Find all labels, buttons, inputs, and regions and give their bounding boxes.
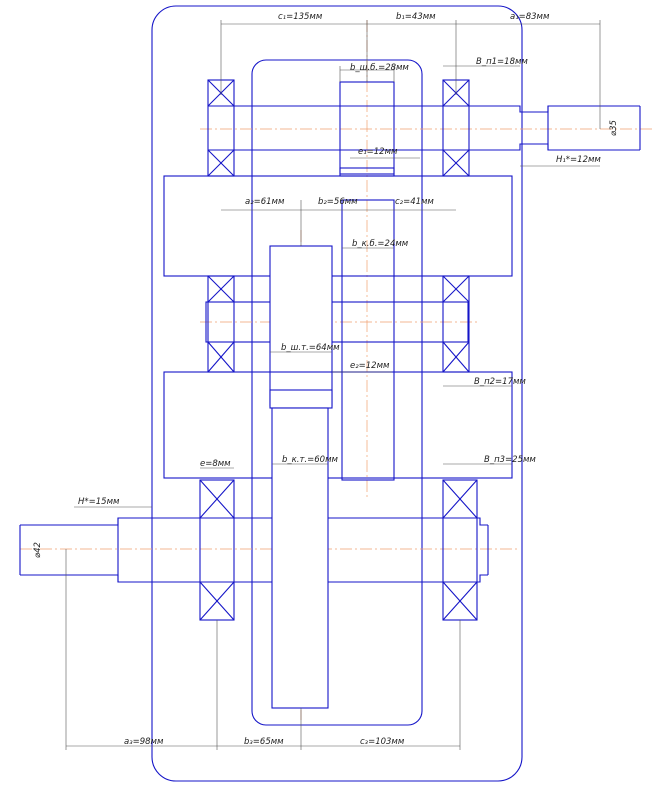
label-e1: e₁=12мм bbox=[358, 147, 398, 157]
label-bp2: B_п2=17мм bbox=[474, 377, 526, 387]
label-bp1: B_п1=18мм bbox=[476, 57, 528, 67]
label-e2: e₂=12мм bbox=[350, 361, 390, 371]
label-a2: a₂=61мм bbox=[245, 197, 285, 207]
shaft1-bottom bbox=[210, 143, 640, 151]
label-b3: b₃=65мм bbox=[244, 737, 284, 747]
inner-cavity bbox=[251, 59, 423, 726]
bearing-3-left bbox=[199, 479, 235, 621]
label-b1: b₁=43мм bbox=[396, 12, 436, 22]
label-bp3: B_п3=25мм bbox=[484, 455, 536, 465]
bearing-3-right bbox=[442, 479, 478, 621]
label-e: e=8мм bbox=[200, 459, 231, 469]
label-a3: a₃=98мм bbox=[124, 737, 164, 747]
bearing-2-left bbox=[207, 275, 235, 373]
label-b2: b₂=56мм bbox=[318, 197, 358, 207]
label-d42: ⌀42 bbox=[33, 542, 43, 558]
label-d35: ⌀35 bbox=[609, 120, 619, 136]
label-bkt: b_к.т.=60мм bbox=[282, 455, 338, 465]
shaft1-top bbox=[210, 105, 640, 113]
shaft3-top bbox=[20, 517, 488, 526]
label-c2: c₂=41мм bbox=[395, 197, 434, 207]
label-h1: H₁*=12мм bbox=[556, 155, 601, 165]
label-c3: c₃=103мм bbox=[360, 737, 405, 747]
label-bwb: b_ш.б.=28мм bbox=[350, 63, 409, 73]
housing-flange-1 bbox=[163, 175, 513, 277]
shaft3-bottom bbox=[20, 574, 488, 583]
label-c1: c₁=135мм bbox=[278, 12, 323, 22]
bearing-2-right bbox=[442, 275, 470, 373]
pinion-2 bbox=[269, 245, 333, 407]
label-a1: a₁=83мм bbox=[510, 12, 550, 22]
shaft2 bbox=[205, 301, 469, 343]
gear-2 bbox=[341, 199, 395, 481]
output-gear bbox=[271, 407, 329, 709]
dimension-lines bbox=[65, 20, 601, 750]
label-bsht: b_ш.т.=64мм bbox=[281, 343, 340, 353]
housing-outline bbox=[151, 5, 523, 782]
label-bkb: b_к.б.=24мм bbox=[352, 239, 409, 249]
label-h: H*=15мм bbox=[78, 497, 120, 507]
